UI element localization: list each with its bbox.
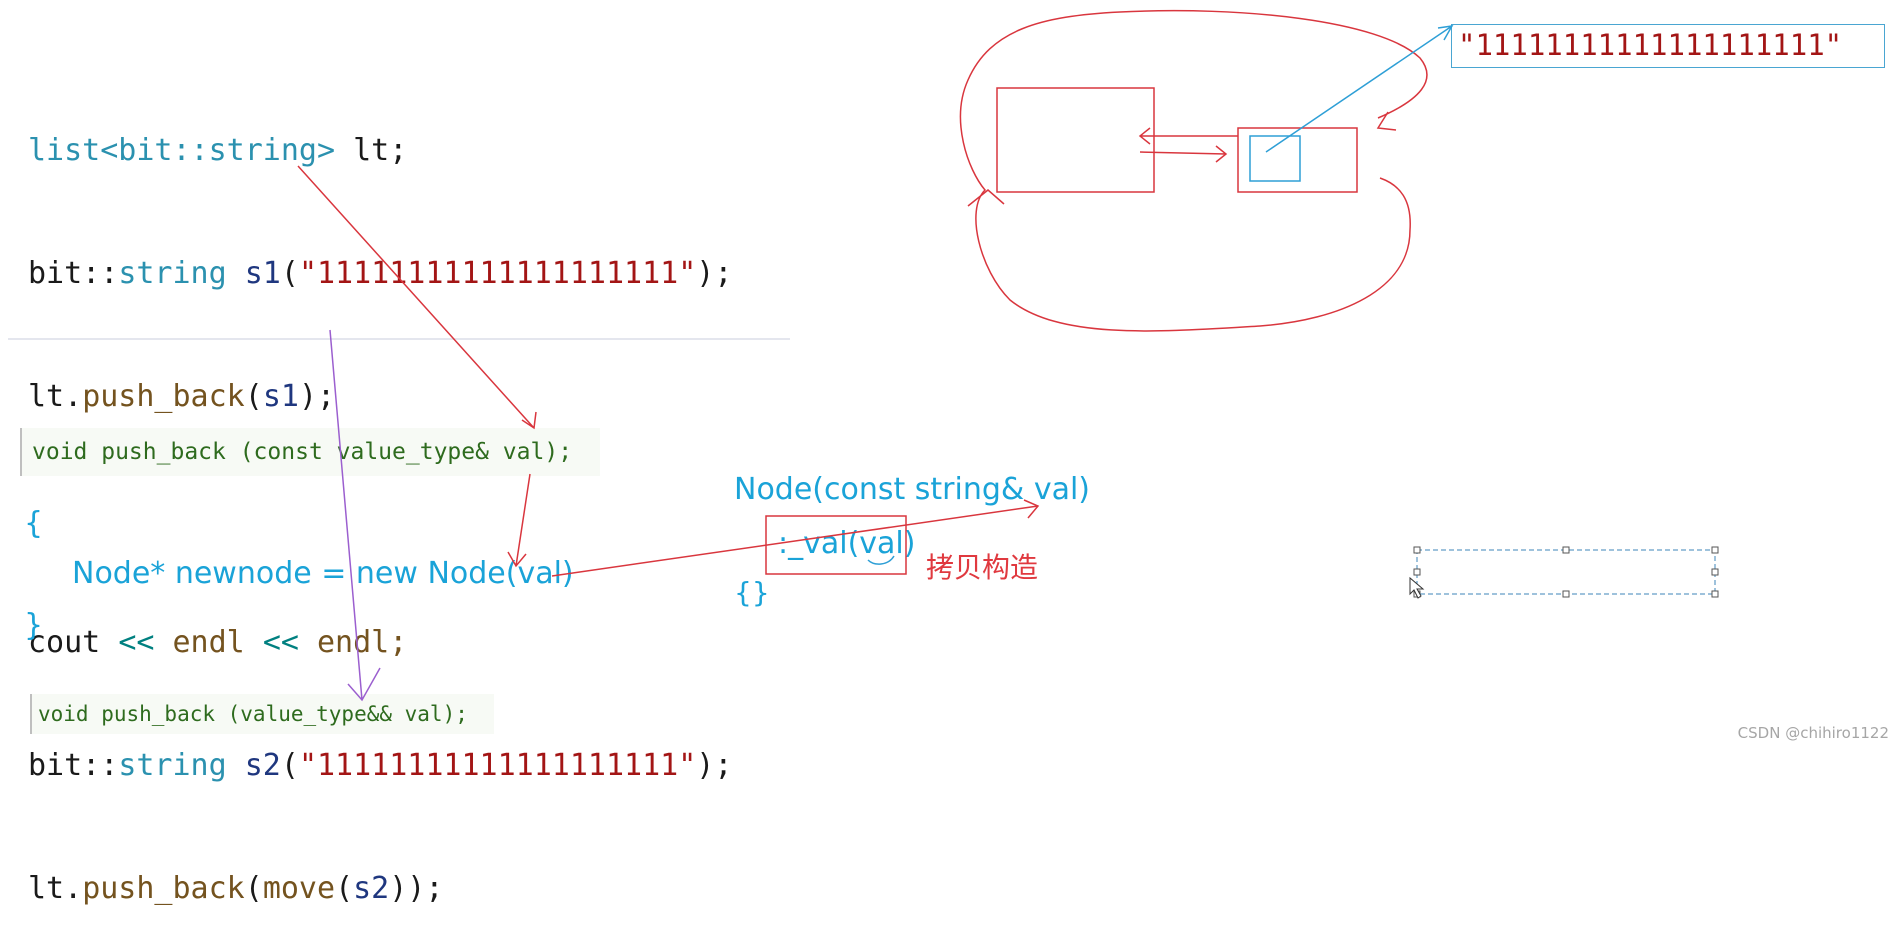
code-token: lt. — [28, 871, 83, 906]
pointer-line-to-literal — [1265, 25, 1454, 153]
code-token-namespace: bit:: — [28, 748, 119, 783]
mouse-cursor-icon — [1409, 576, 1425, 599]
node-ctor-initializer: :_val(val) — [778, 526, 916, 561]
code-token-type: string — [118, 256, 227, 291]
code-token-type: string — [118, 748, 227, 783]
arrow-move-to-rvalue — [329, 329, 381, 702]
code-token-string: "11111111111111111111" — [298, 256, 697, 291]
selection-handle-mr[interactable] — [1711, 568, 1719, 576]
code-token: ( — [244, 871, 263, 906]
code-token: ( — [244, 379, 263, 414]
code-token-variable: s1 — [262, 379, 299, 414]
selection-handle-tr[interactable] — [1711, 546, 1719, 554]
node-ctor-body: {} — [734, 576, 770, 609]
signature-rvalue: void push_back (value_type&& val); — [30, 694, 494, 734]
code-token-namespace: bit:: — [28, 256, 119, 291]
selection-handle-tm[interactable] — [1562, 546, 1570, 554]
annotation-layer — [297, 9, 1719, 702]
code-token: ); — [696, 256, 733, 291]
code-line-1: list<bit::string> lt; — [28, 130, 732, 171]
newnode-statement: Node* newnode = new Node(val) — [72, 556, 574, 591]
code-line-4: cout << endl << endl; — [28, 622, 732, 663]
code-token-function: move — [262, 871, 336, 906]
list-head-box — [996, 87, 1155, 193]
code-token-function: push_back — [82, 871, 245, 906]
code-line-6: lt.push_back(move(s2)); — [28, 868, 732, 909]
selection-box[interactable] — [1416, 549, 1716, 595]
code-token-function: push_back — [82, 379, 245, 414]
code-token: )); — [389, 871, 444, 906]
block-close-brace: } — [24, 608, 44, 643]
code-token: ( — [335, 871, 354, 906]
code-token-type: list<bit::string> — [28, 133, 336, 168]
code-token: ); — [696, 748, 733, 783]
node-ctor-signature: Node(const string& val) — [734, 472, 1091, 507]
code-line-3: lt.push_back(s1); — [28, 376, 732, 417]
code-token: endl — [154, 625, 263, 660]
code-token-operator: << — [262, 625, 299, 660]
code-token: ); — [298, 379, 336, 414]
string-literal-box: "11111111111111111111" — [1451, 24, 1885, 68]
code-token: cout — [28, 625, 119, 660]
code-token: endl; — [298, 625, 408, 660]
arrow-sig-to-newnode — [507, 473, 531, 568]
arrow-s1-to-const-ref — [297, 165, 537, 430]
copy-constructor-note: 拷贝构造 — [926, 551, 1039, 584]
val-underline — [867, 555, 895, 565]
code-token-variable: s1 — [226, 256, 281, 291]
selection-handle-tl[interactable] — [1413, 546, 1421, 554]
memory-loop-outline — [959, 9, 1428, 332]
initializer-highlight-box — [765, 515, 907, 575]
selection-handle-ml[interactable] — [1413, 568, 1421, 576]
code-token: lt. — [28, 379, 83, 414]
string-object-box — [1237, 127, 1358, 193]
code-line-2: bit::string s1("11111111111111111111"); — [28, 253, 732, 294]
code-token: lt; — [335, 133, 408, 168]
loop-arrowhead-right — [1376, 111, 1397, 131]
watermark: CSDN @chihiro1122 — [1737, 724, 1889, 742]
code-token: ( — [280, 256, 299, 291]
block-open-brace: { — [24, 506, 44, 541]
code-token-operator: << — [118, 625, 155, 660]
arrow-newnode-to-ctor — [551, 499, 1040, 577]
loop-arrowhead-left — [967, 189, 1005, 207]
arrow-to-string-object — [1139, 145, 1228, 163]
selection-handle-bm[interactable] — [1562, 590, 1570, 598]
code-separator — [8, 338, 790, 340]
code-line-5: bit::string s2("11111111111111111111"); — [28, 745, 732, 786]
code-token-variable: s2 — [226, 748, 281, 783]
code-token-string: "11111111111111111111" — [298, 748, 697, 783]
arrow-to-list-head — [1138, 127, 1238, 145]
signature-const-ref: void push_back (const value_type& val); — [20, 428, 600, 476]
buffer-pointer-box — [1249, 135, 1301, 182]
code-token: ( — [280, 748, 299, 783]
code-token-variable: s2 — [353, 871, 390, 906]
selection-handle-br[interactable] — [1711, 590, 1719, 598]
